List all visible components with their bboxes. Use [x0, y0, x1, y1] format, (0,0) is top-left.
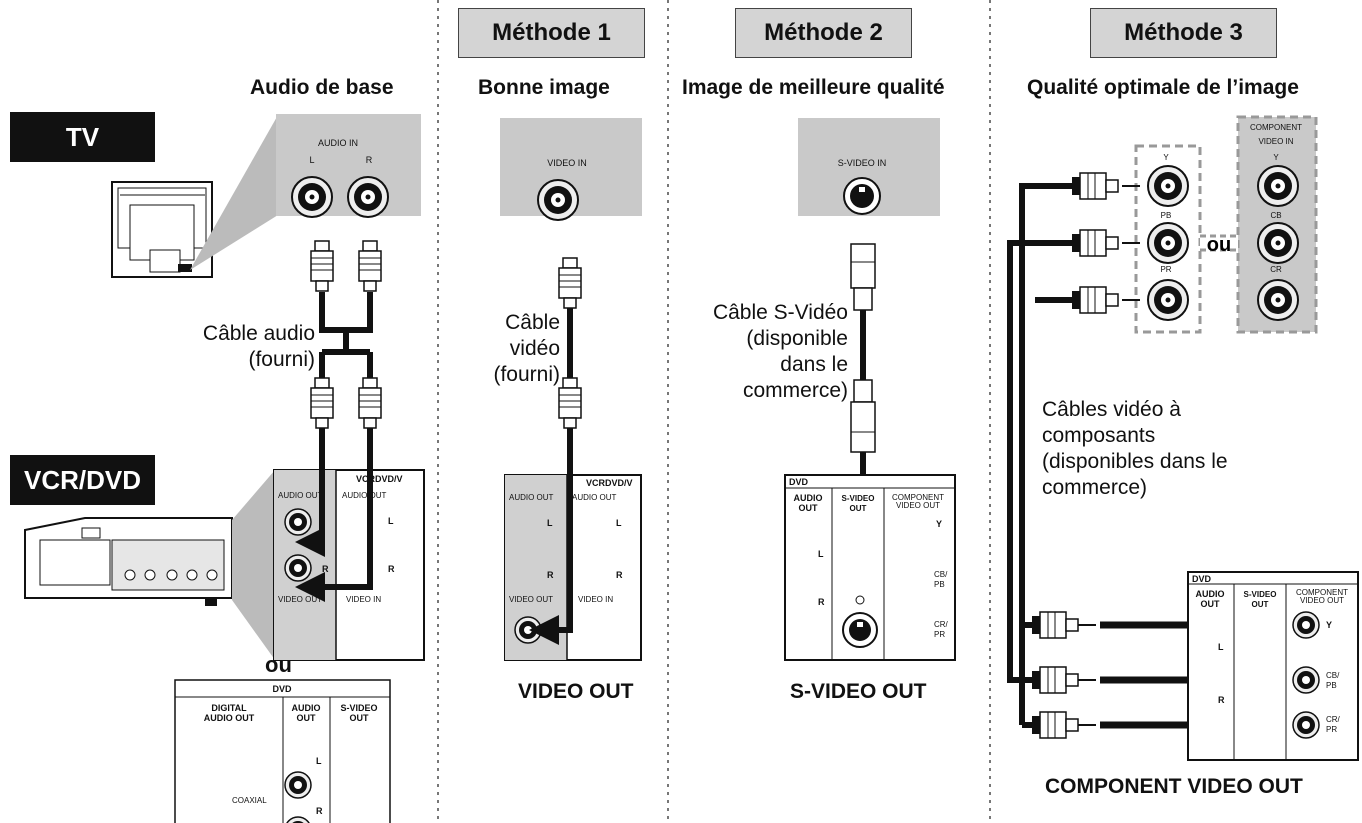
svg-text:DVD: DVD	[789, 477, 809, 487]
svg-text:Y: Y	[936, 519, 942, 529]
svg-text:AUDIO OUT: AUDIO OUT	[509, 493, 554, 502]
tv-audio-r-jack	[347, 176, 389, 218]
vcr-audio-in-label: AUDIO OUT	[342, 491, 387, 500]
vcr-l-label: L	[388, 516, 394, 526]
tv-l-label: L	[309, 155, 314, 165]
svg-text:PR: PR	[934, 630, 945, 639]
vcr-video-in-label: VIDEO IN	[346, 595, 381, 604]
svg-text:L: L	[1218, 642, 1224, 652]
svg-text:AUDIO: AUDIO	[1196, 589, 1225, 599]
svg-text:VCRDVD/V: VCRDVD/V	[586, 478, 633, 488]
svg-text:PR: PR	[1326, 725, 1337, 734]
vcr-audio-l-jack	[284, 508, 312, 536]
svg-text:DVD: DVD	[1192, 574, 1212, 584]
svg-text:R: R	[616, 570, 623, 580]
svg-text:OUT: OUT	[1252, 600, 1269, 609]
svg-text:OUT: OUT	[297, 713, 317, 723]
vcr-audio-out-label: AUDIO OUT	[278, 491, 323, 500]
heading-method-3: Qualité optimale de l’image	[1027, 76, 1299, 99]
tv-r-label: R	[366, 155, 373, 165]
svg-text:VIDEO OUT: VIDEO OUT	[509, 595, 553, 604]
output-svideo-out: S-VIDEO OUT	[790, 680, 927, 703]
or-label-left: ou	[265, 652, 292, 677]
svg-text:S-VIDEO: S-VIDEO	[1244, 590, 1277, 599]
svg-text:VIDEO OUT: VIDEO OUT	[1300, 596, 1344, 605]
svg-text:COMPONENT: COMPONENT	[1296, 588, 1348, 597]
svideo-cable-label: Câble S-Vidéo (disponible dans le commer…	[712, 301, 848, 402]
coaxial-label: COAXIAL	[232, 796, 267, 805]
svg-text:CB/: CB/	[1326, 671, 1340, 680]
svg-text:PB: PB	[1326, 681, 1337, 690]
video-cable	[558, 257, 582, 429]
output-component-video-out: COMPONENT VIDEO OUT	[1045, 775, 1303, 798]
svg-text:CB: CB	[1270, 211, 1281, 220]
vcr-header-label: VCRDVD/V	[356, 474, 403, 484]
audio-cable	[310, 240, 382, 462]
audio-in-label: AUDIO IN	[318, 138, 358, 148]
svg-text:L: L	[316, 756, 322, 766]
svg-text:Y: Y	[1326, 620, 1332, 630]
heading-method-2: Image de meilleure qualité	[682, 76, 945, 99]
vcr-r-label: R	[388, 564, 395, 574]
svg-text:S-VIDEO IN: S-VIDEO IN	[838, 158, 887, 168]
tv-illustration	[111, 181, 213, 278]
svg-text:OUT: OUT	[1201, 599, 1221, 609]
component-cable-label: Câbles vidéo à composants (disponibles d…	[1042, 398, 1228, 499]
svg-text:R: R	[547, 570, 554, 580]
heading-audio: Audio de base	[250, 76, 394, 99]
vcr-dvd-tag: VCR/DVD	[10, 455, 155, 505]
svg-text:VIDEO IN: VIDEO IN	[1258, 137, 1293, 146]
svg-text:L: L	[547, 518, 553, 528]
svg-text:VIDEO OUT: VIDEO OUT	[896, 501, 940, 510]
vcr-audio-r-jack	[284, 554, 312, 582]
audio-cable-label: Câble audio (fourni)	[202, 322, 315, 371]
heading-method-1: Bonne image	[478, 76, 610, 99]
svg-text:Y: Y	[1273, 153, 1279, 162]
tv-video-in-jack	[537, 179, 579, 221]
tv-tag: TV	[10, 112, 155, 162]
svg-text:AUDIO: AUDIO	[292, 703, 321, 713]
video-cable-label: Câble vidéo (fourni)	[493, 311, 560, 386]
svg-text:S-VIDEO: S-VIDEO	[842, 494, 875, 503]
svg-text:R: R	[818, 597, 825, 607]
svg-text:AUDIO OUT: AUDIO OUT	[572, 493, 617, 502]
svg-text:CB/: CB/	[934, 570, 948, 579]
svg-text:AUDIO: AUDIO	[794, 493, 823, 503]
svg-text:R: R	[316, 806, 323, 816]
svg-text:L: L	[818, 549, 824, 559]
method-3-badge: Méthode 3	[1090, 8, 1277, 58]
svg-text:CR: CR	[1270, 265, 1282, 274]
svg-text:CR/: CR/	[934, 620, 949, 629]
svg-text:DIGITAL: DIGITAL	[211, 703, 247, 713]
svg-text:CR/: CR/	[1326, 715, 1341, 724]
svg-text:PB: PB	[1161, 211, 1172, 220]
method3-or-label: ou	[1207, 234, 1231, 256]
alt-dvd-label: DVD	[272, 684, 292, 694]
svg-text:VIDEO IN: VIDEO IN	[547, 158, 587, 168]
svg-text:L: L	[616, 518, 622, 528]
svg-text:COMPONENT: COMPONENT	[892, 493, 944, 502]
svg-text:R: R	[1218, 695, 1225, 705]
method-2-badge: Méthode 2	[735, 8, 912, 58]
svg-text:OUT: OUT	[850, 504, 867, 513]
tv-audio-l-jack	[291, 176, 333, 218]
svg-text:OUT: OUT	[799, 503, 819, 513]
svg-text:PB: PB	[934, 580, 945, 589]
output-video-out: VIDEO OUT	[518, 680, 634, 703]
vcr-illustration	[24, 517, 233, 606]
svg-text:Y: Y	[1163, 153, 1169, 162]
svg-text:OUT: OUT	[350, 713, 370, 723]
vcr-video-out-label: VIDEO OUT	[278, 595, 322, 604]
svg-text:COMPONENT: COMPONENT	[1250, 123, 1302, 132]
svg-text:PR: PR	[1160, 265, 1171, 274]
method-1-badge: Méthode 1	[458, 8, 645, 58]
vcr-r-out-label: R	[322, 564, 329, 574]
svg-text:AUDIO OUT: AUDIO OUT	[204, 713, 255, 723]
m1-video-out-jack	[514, 616, 542, 644]
svg-text:S-VIDEO: S-VIDEO	[340, 703, 377, 713]
svg-text:VIDEO IN: VIDEO IN	[578, 595, 613, 604]
